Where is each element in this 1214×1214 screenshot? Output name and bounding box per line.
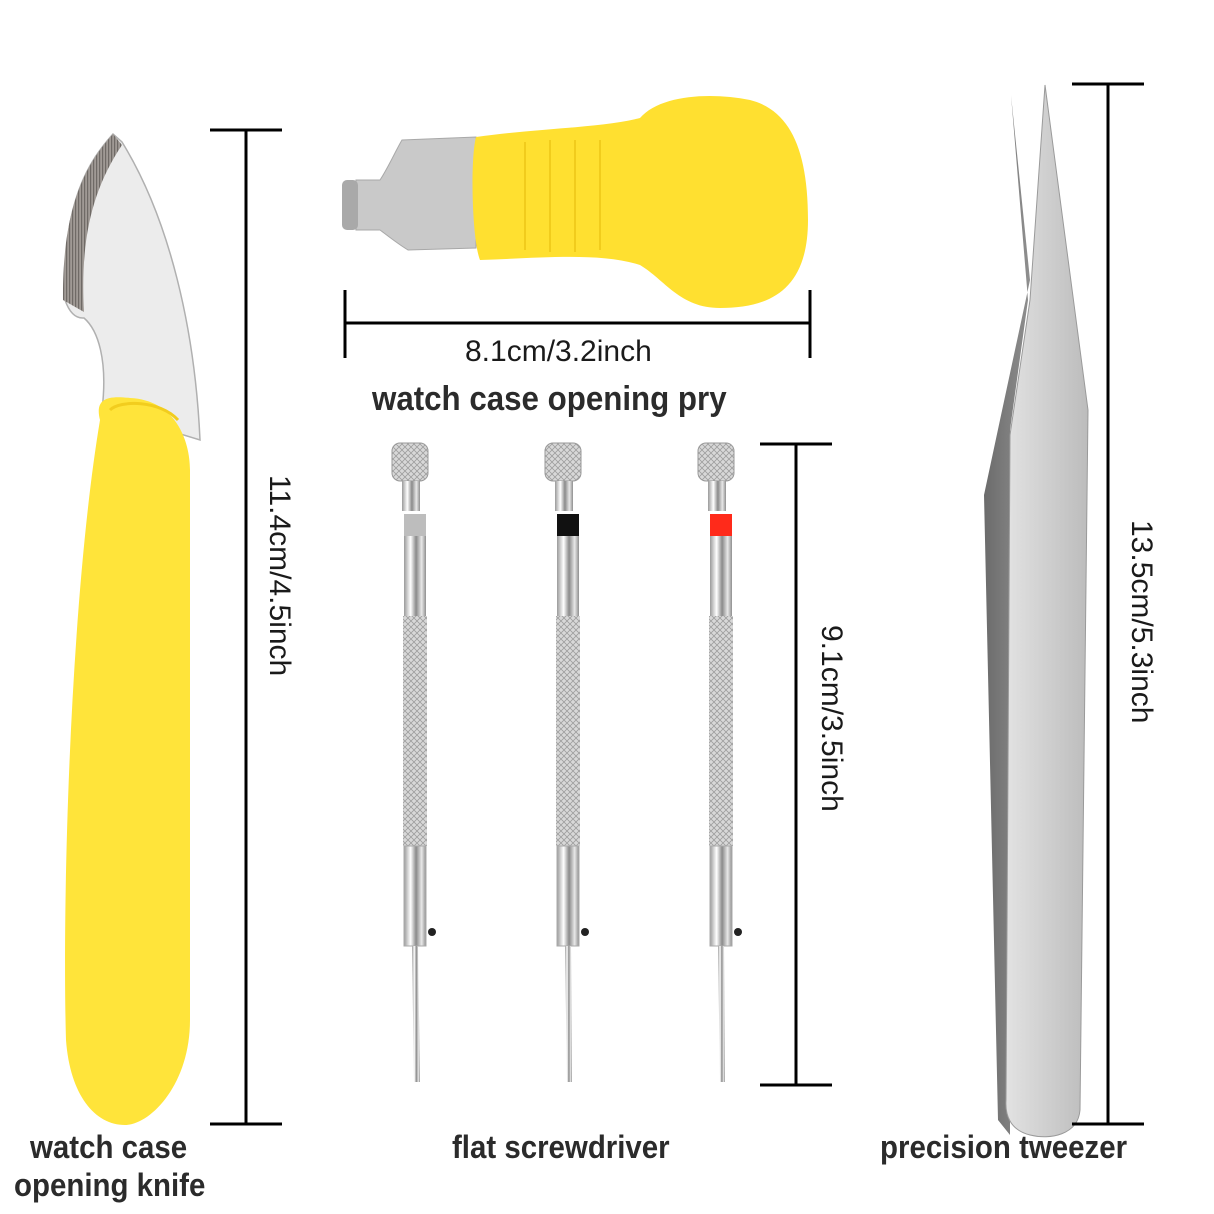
screwdriver-dimension-label: 9.1cm/3.5inch xyxy=(815,625,848,812)
pry-dimension-label: 8.1cm/3.2inch xyxy=(465,335,652,368)
knife-name-line2: opening knife xyxy=(14,1167,206,1203)
screwdriver-dimension-line xyxy=(760,442,832,1087)
knife-dimension-label: 11.4cm/4.5inch xyxy=(263,475,296,677)
screwdriver-name-label: flat screwdriver xyxy=(452,1129,670,1165)
screwdriver-2-image xyxy=(544,442,589,1082)
screwdriver-1-image xyxy=(391,442,436,1082)
pry-dimension-line xyxy=(343,290,812,358)
tweezer-name-label: precision tweezer xyxy=(880,1129,1128,1165)
knife-dimension-line xyxy=(210,128,282,1126)
opening-knife-image xyxy=(62,132,201,1125)
tweezer-dimension-line xyxy=(1072,82,1144,1126)
tweezer-dimension-label: 13.5cm/5.3inch xyxy=(1125,520,1158,724)
precision-tweezer-image xyxy=(984,84,1089,1138)
pry-name-label: watch case opening pry xyxy=(372,380,727,418)
screwdriver-3-image xyxy=(697,442,742,1082)
knife-name-line1: watch case xyxy=(30,1129,188,1165)
opening-pry-image xyxy=(342,95,808,308)
